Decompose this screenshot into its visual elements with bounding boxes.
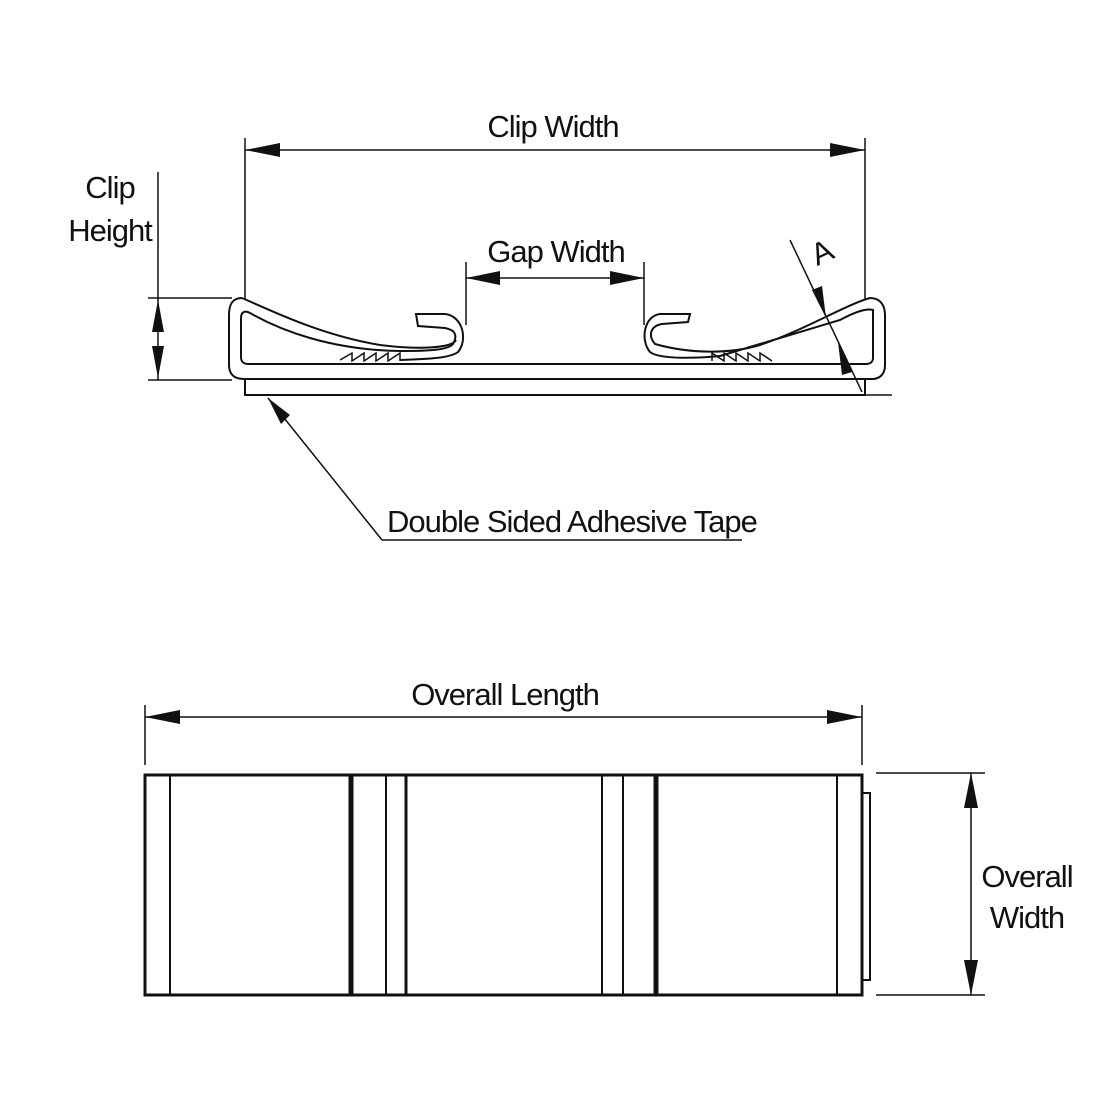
adhesive-tape	[244, 378, 866, 396]
clip-top-view	[143, 773, 871, 997]
tape-leader	[267, 397, 742, 541]
angle-dimension	[789, 239, 892, 396]
gap-width-label: Gap Width	[487, 234, 624, 269]
overall-length-label: Overall Length	[411, 677, 599, 712]
clip-width-dimension	[244, 138, 866, 300]
clip-height-label-line2: Height	[68, 213, 153, 248]
gap-width-dimension	[465, 262, 645, 325]
clip-width-label: Clip Width	[487, 109, 618, 144]
tape-label: Double Sided Adhesive Tape	[387, 504, 757, 539]
clip-profile	[228, 296, 886, 396]
clip-height-dimension	[148, 172, 232, 381]
overall-length-dimension	[144, 705, 863, 765]
overall-width-label-line1: Overall	[981, 859, 1072, 894]
angle-label: A	[805, 232, 839, 273]
overall-width-dimension	[876, 772, 985, 996]
clip-height-label-line1: Clip	[85, 170, 134, 205]
overall-width-label-line2: Width	[990, 900, 1064, 935]
